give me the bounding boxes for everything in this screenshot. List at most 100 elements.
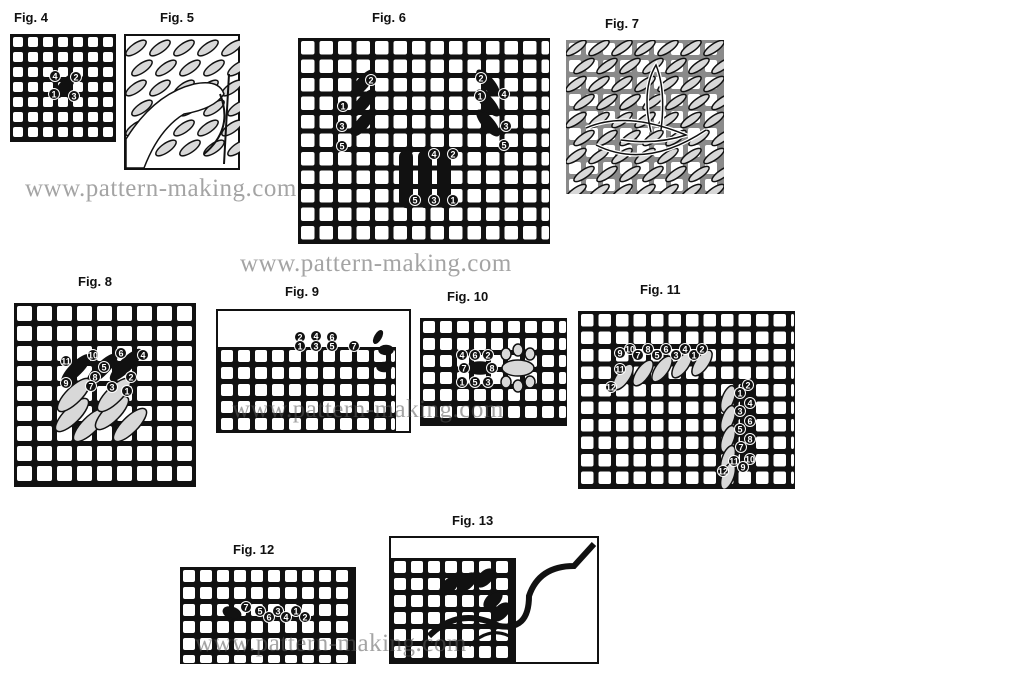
grid-hole — [445, 595, 457, 607]
grid-hole — [598, 366, 611, 379]
grid-hole — [17, 386, 32, 401]
grid-hole — [496, 646, 508, 658]
grid-hole — [238, 418, 250, 430]
stitch-light — [680, 40, 702, 57]
grid-hole — [411, 612, 423, 624]
grid-hole — [28, 52, 38, 62]
grid-hole — [445, 629, 457, 641]
grid-hole — [457, 338, 469, 350]
stitch-number: 11 — [728, 455, 740, 467]
stitch-number: 4 — [428, 148, 440, 160]
svg-text:2: 2 — [368, 76, 373, 86]
stitch-light — [588, 75, 610, 93]
svg-text:4: 4 — [313, 332, 318, 342]
grid-hole — [13, 97, 23, 107]
stitch-number: 5 — [498, 139, 510, 151]
grid-hole — [541, 189, 549, 203]
grid-hole — [319, 226, 333, 240]
grid-hole — [504, 41, 518, 55]
stitch-number: 9 — [737, 461, 749, 473]
svg-text:11: 11 — [729, 457, 739, 467]
grid-hole — [302, 655, 314, 663]
grid-hole — [238, 384, 250, 396]
grid-hole — [97, 446, 112, 461]
stitch-number: 10 — [744, 453, 756, 465]
stitch-light — [665, 57, 687, 75]
grid-hole — [272, 367, 284, 379]
grid-hole — [319, 604, 331, 616]
stitch-light — [155, 139, 177, 157]
grid-hole — [103, 37, 113, 47]
grid-hole — [412, 78, 426, 92]
stitch-number: 3 — [336, 120, 348, 132]
stitch-light — [500, 375, 512, 389]
grid-hole — [525, 406, 537, 418]
grid-hole — [319, 41, 333, 55]
stitch-number: 8 — [89, 371, 101, 383]
grid-hole — [559, 355, 566, 367]
grid-hole — [117, 306, 132, 321]
grid-hole — [88, 127, 98, 137]
grid-hole — [541, 207, 549, 221]
grid-hole — [703, 471, 716, 484]
grid-hole — [449, 41, 463, 55]
grid-hole — [183, 638, 195, 650]
grid-hole — [391, 418, 395, 430]
grid-hole — [319, 96, 333, 110]
grid-hole — [200, 655, 212, 663]
grid-hole — [255, 384, 267, 396]
svg-text:5: 5 — [101, 363, 106, 373]
grid-hole — [496, 561, 508, 573]
stitch-number: 12 — [717, 465, 729, 477]
svg-text:2: 2 — [450, 150, 455, 160]
stitch-light — [611, 75, 633, 93]
grid-hole — [200, 638, 212, 650]
grid-hole — [637, 162, 649, 174]
grid-hole — [157, 326, 172, 341]
fig9-label: Fig. 9 — [285, 284, 319, 299]
grid-hole — [375, 226, 389, 240]
grid-hole — [773, 436, 786, 449]
grid-hole — [633, 436, 646, 449]
grid-hole — [103, 127, 113, 137]
stitch-number: 8 — [486, 362, 498, 374]
grid-hole — [411, 595, 423, 607]
grid-hole — [411, 629, 423, 641]
svg-text:12: 12 — [606, 383, 616, 393]
grid-hole — [668, 454, 681, 467]
stitch-light — [588, 40, 610, 57]
grid-hole — [17, 446, 32, 461]
svg-text:1: 1 — [124, 387, 129, 397]
grid-hole — [491, 406, 503, 418]
grid-hole — [703, 419, 716, 432]
grid-hole — [73, 52, 83, 62]
grid-hole — [791, 471, 794, 484]
svg-text:10: 10 — [88, 351, 98, 361]
stitch-light — [703, 183, 724, 194]
stitch-number: 1 — [294, 340, 306, 352]
grid-hole — [28, 112, 38, 122]
grid-hole — [319, 587, 331, 599]
grid-hole — [703, 436, 716, 449]
grid-hole — [428, 646, 440, 658]
svg-text:1: 1 — [477, 92, 482, 102]
grid-hole — [28, 82, 38, 92]
grid-hole — [412, 226, 426, 240]
grid-hole — [486, 133, 500, 147]
grid-hole — [319, 78, 333, 92]
grid-hole — [756, 401, 769, 414]
stitch-light — [573, 93, 595, 111]
grid-hole — [301, 133, 315, 147]
grid-hole — [200, 570, 212, 582]
grid-hole — [301, 170, 315, 184]
fig7-diagram — [566, 40, 724, 194]
grid-hole — [251, 621, 263, 633]
stitch-light — [512, 343, 524, 357]
grid-hole — [474, 389, 486, 401]
stitch-light — [596, 165, 618, 183]
grid-hole — [217, 587, 229, 599]
stitch-number: 7 — [348, 340, 360, 352]
grid-hole — [103, 97, 113, 107]
fig4-label: Fig. 4 — [14, 10, 48, 25]
grid-hole — [177, 346, 192, 361]
